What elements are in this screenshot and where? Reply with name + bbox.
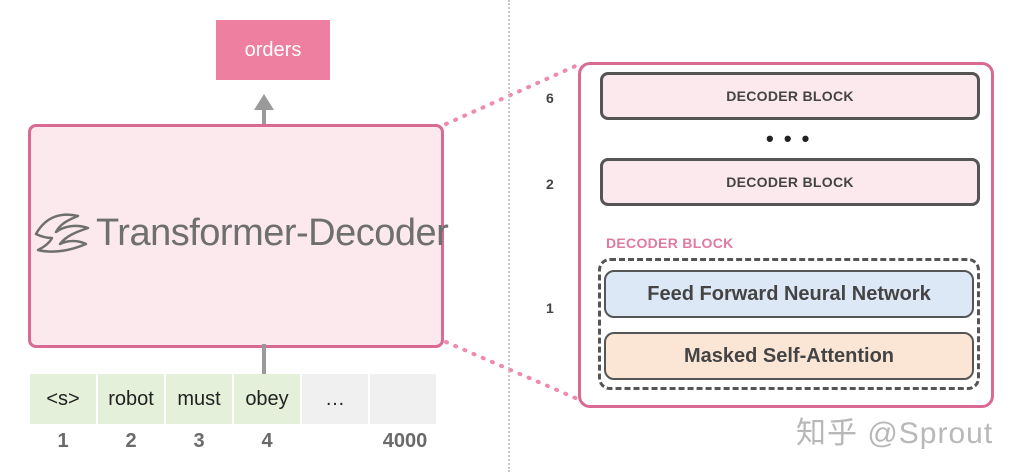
output-token-label: orders	[244, 38, 302, 61]
output-arrow	[262, 108, 266, 126]
position-index: 2	[125, 430, 137, 452]
decoder-block: DECODER BLOCK	[600, 72, 980, 120]
input-token-label: must	[177, 387, 221, 410]
input-token: must	[166, 374, 232, 424]
decoder-block-label: DECODER BLOCK	[726, 174, 854, 190]
position-index: 4	[261, 430, 273, 452]
decoder-block-label: DECODER BLOCK	[726, 88, 854, 104]
position-index: 1	[57, 430, 69, 452]
output-arrow-head	[254, 94, 274, 110]
stack-ellipsis: • • •	[766, 126, 812, 151]
feed-forward-label: Feed Forward Neural Network	[647, 282, 931, 305]
input-token: …	[302, 374, 368, 424]
masked-self-attention-layer: Masked Self-Attention	[604, 332, 974, 380]
feed-forward-layer: Feed Forward Neural Network	[604, 270, 974, 318]
input-token-label: …	[325, 387, 345, 410]
input-arrow	[262, 344, 266, 374]
input-token-label: obey	[245, 387, 289, 410]
transformer-logo-icon	[34, 213, 90, 253]
panel-divider	[508, 0, 510, 472]
input-token: <s>	[30, 374, 96, 424]
input-token	[370, 374, 436, 424]
watermark: 知乎 @Sprout	[796, 417, 994, 450]
position-index: 3	[193, 430, 205, 452]
input-token: obey	[234, 374, 300, 424]
decoder-block: DECODER BLOCK	[600, 158, 980, 206]
expanded-decoder-block	[598, 258, 980, 390]
masked-self-attention-label: Masked Self-Attention	[683, 344, 895, 367]
input-token: robot	[98, 374, 164, 424]
transformer-decoder-title: Transformer-Decoder	[96, 212, 449, 254]
layer-number: 1	[546, 300, 554, 316]
input-token-label: <s>	[46, 387, 80, 410]
zoom-line-bottom	[444, 340, 582, 402]
input-token-label: robot	[108, 387, 154, 410]
output-token-box: orders	[216, 20, 330, 80]
position-index: 4000	[382, 430, 428, 452]
expanded-block-caption: DECODER BLOCK	[606, 235, 734, 251]
transformer-decoder-box	[28, 124, 444, 348]
layer-number: 6	[546, 90, 554, 106]
zoom-line-top	[444, 62, 582, 126]
layer-number: 2	[546, 176, 554, 192]
